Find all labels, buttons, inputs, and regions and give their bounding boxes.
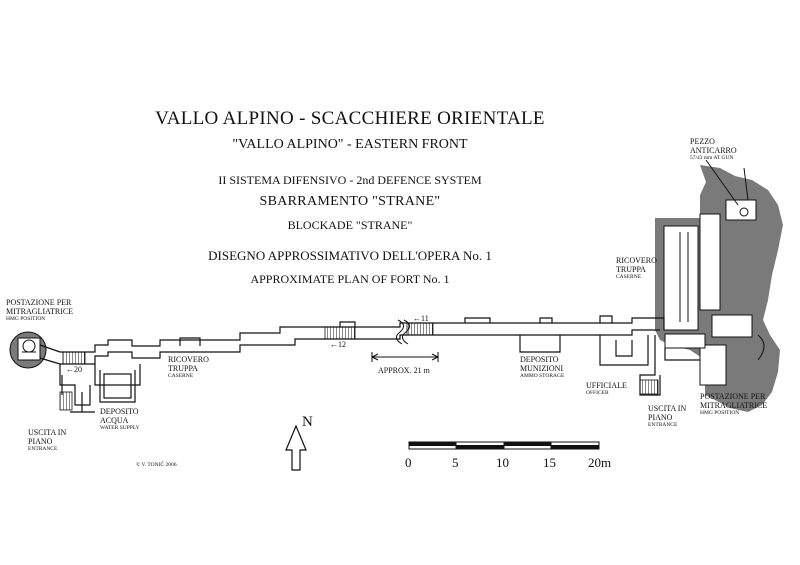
- hmg-east-label: POSTAZIONE PER MITRAGLIATRICE HMG POSITI…: [700, 392, 768, 416]
- stairs-12-label: ←12: [330, 340, 346, 349]
- water-supply-label: DEPOSITO ACQUA WATER SUPPLY: [100, 407, 140, 431]
- plan-title-english: APPROXIMATE PLAN OF FORT No. 1: [250, 272, 450, 286]
- barracks-central-label: RICOVERO TRUPPA CASERNE: [168, 355, 209, 379]
- main-title-english: "VALLO ALPINO" - EASTERN FRONT: [232, 137, 468, 152]
- blockade-title: SBARRAMENTO "STRANE": [259, 194, 441, 209]
- approx-distance-label: APPROX. 21 m: [378, 366, 430, 375]
- system-title: II SISTEMA DIFENSIVO - 2nd DEFENCE SYSTE…: [218, 173, 482, 187]
- approx-dimension-line: [370, 352, 440, 362]
- stairs-20-label: ←20: [66, 365, 82, 374]
- scale-tick-15: 15: [543, 455, 556, 470]
- north-arrow: [285, 424, 307, 471]
- main-gallery: [59, 315, 700, 413]
- gallery-break-symbol: [396, 319, 404, 345]
- plan-title: DISEGNO APPROSSIMATIVO DELL'OPERA No. 1: [208, 248, 492, 263]
- stairs-11: [406, 322, 434, 336]
- stairs-west-exit: [59, 391, 73, 411]
- scale-tick-5: 5: [452, 455, 459, 470]
- entrance-east-label: USCITA IN PIANO ENTRANCE: [648, 404, 687, 428]
- barracks-east-room: [663, 225, 699, 331]
- main-title: VALLO ALPINO - SCACCHIERE ORIENTALE: [155, 108, 545, 129]
- blockade-title-english: BLOCKADE "STRANE": [287, 218, 413, 232]
- east-hmg-room: [699, 344, 727, 386]
- gun-room: [725, 199, 757, 221]
- scale-tick-10: 10: [496, 455, 509, 470]
- stairs-11-label: ←11: [413, 314, 429, 323]
- scale-tick-20m: 20m: [588, 455, 612, 470]
- entrance-west-label: USCITA IN PIANO ENTRANCE: [28, 428, 67, 452]
- barracks-east-label: RICOVERO TRUPPA CASERNE: [616, 256, 657, 280]
- scale-tick-0: 0: [405, 455, 412, 470]
- gun-corridor: [699, 213, 721, 311]
- stairs-12: [324, 326, 356, 340]
- credit-label: © V. TONIČ 2006.: [136, 462, 178, 468]
- scale-bar: [408, 441, 600, 450]
- east-hall: [664, 333, 706, 349]
- north-letter: N: [302, 414, 313, 430]
- antitank-gun-label: PEZZO ANTICARRO 57/43 mm AT GUN: [690, 137, 737, 161]
- officer-label: UFFICIALE OFFICER: [586, 381, 627, 396]
- stairs-east-exit: [639, 379, 659, 395]
- ammo-storage-label: DEPOSITO MUNIZIONI AMMO STORAGE: [520, 355, 565, 379]
- hmg-west-label: POSTAZIONE PER MITRAGLIATRICE HMG POSITI…: [6, 298, 74, 322]
- stairs-20: [62, 351, 86, 365]
- west-hmg-position: [9, 331, 61, 369]
- east-lower-room: [711, 314, 753, 338]
